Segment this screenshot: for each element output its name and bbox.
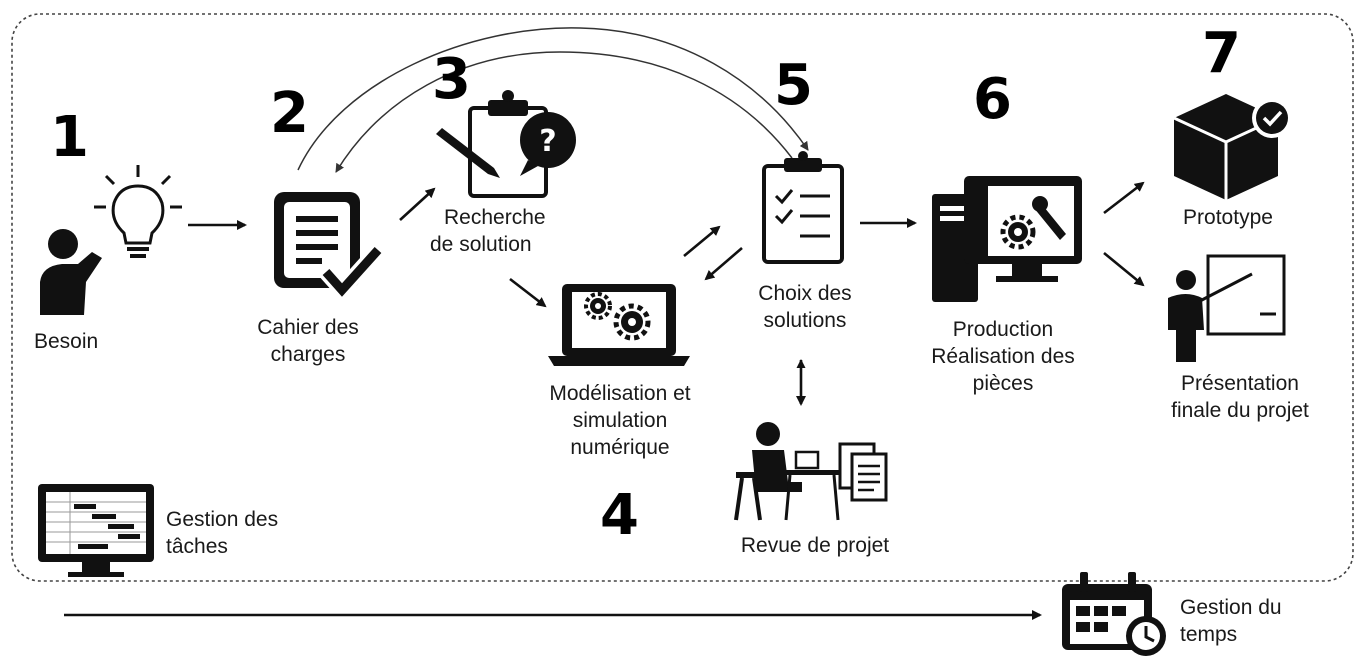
- arrow-6-to-7: [1103, 181, 1145, 215]
- label-line: temps: [1180, 623, 1238, 646]
- label-line: Gestion du: [1180, 596, 1282, 619]
- clipboard-pencil-question-icon: ?: [436, 90, 576, 198]
- arrow-3-to-4: [509, 277, 547, 308]
- arrow-6-to-presentation: [1103, 251, 1145, 287]
- label-line: numérique: [570, 436, 670, 459]
- label-recherche: Recherche de solution: [430, 204, 580, 258]
- arrow-5-to-4: [704, 247, 743, 281]
- svg-text:?: ?: [539, 124, 556, 159]
- label-line: pièces: [972, 372, 1034, 395]
- label-line: Revue de projet: [740, 534, 890, 557]
- checklist-document-icon: [274, 192, 384, 302]
- label-line: Prototype: [1183, 206, 1273, 229]
- label-line: Présentation: [1181, 372, 1299, 395]
- label-revue: Revue de projet: [700, 532, 930, 559]
- step-number-4: 4: [600, 483, 639, 548]
- calendar-clock-icon: [1062, 572, 1166, 656]
- computer-tools-icon: [932, 176, 1082, 302]
- feedback-arcs: [297, 27, 809, 173]
- arc-5-to-2: [335, 51, 793, 173]
- label-presentation: Présentation finale du projet: [1140, 370, 1340, 424]
- step-number-3: 3: [432, 47, 471, 112]
- step-number-2: 2: [270, 81, 309, 146]
- step-number-5: 5: [774, 53, 813, 118]
- label-line: Besoin: [34, 330, 99, 353]
- arc-2-to-5: [297, 27, 809, 171]
- step-number-7: 7: [1202, 21, 1241, 86]
- box-check-icon: [1173, 94, 1292, 200]
- label-line: Choix des: [758, 282, 852, 305]
- process-boundary: [11, 13, 1354, 582]
- label-line: tâches: [166, 535, 228, 558]
- step-number-1: 1: [50, 105, 89, 170]
- presenter-board-icon: [1168, 254, 1286, 362]
- clipboard-checklist-icon: [762, 151, 844, 264]
- label-cahier: Cahier des charges: [238, 314, 378, 368]
- gantt-monitor-icon: [38, 484, 154, 577]
- arrow-4-to-5: [683, 225, 721, 258]
- label-gestion-taches: Gestion des tâches: [166, 506, 278, 560]
- arrow-2-to-3: [399, 187, 436, 221]
- label-line: simulation: [572, 409, 668, 432]
- label-line: Gestion des: [166, 508, 279, 531]
- label-gestion-temps: Gestion du temps: [1180, 594, 1282, 648]
- person-lightbulb-icon: [40, 165, 182, 315]
- label-production: Production Réalisation des pièces: [898, 316, 1108, 397]
- label-line: finale du projet: [1171, 399, 1309, 422]
- laptop-gears-icon: [548, 284, 690, 366]
- label-modelisation: Modélisation et simulation numérique: [515, 380, 725, 461]
- label-line: de solution: [430, 233, 532, 256]
- label-besoin: Besoin: [34, 328, 98, 355]
- label-line: Modélisation et: [549, 382, 691, 405]
- label-line: Réalisation des: [931, 345, 1075, 368]
- label-prototype: Prototype: [1158, 204, 1298, 231]
- label-line: charges: [270, 343, 346, 366]
- label-line: Production: [952, 318, 1054, 341]
- label-choix: Choix des solutions: [730, 280, 880, 334]
- label-line: Cahier des: [257, 316, 359, 339]
- label-line: solutions: [763, 309, 847, 332]
- label-line: Recherche: [444, 206, 546, 229]
- person-desk-documents-icon: [734, 422, 888, 521]
- flow-arrows: [64, 181, 1145, 620]
- step-number-6: 6: [973, 67, 1012, 132]
